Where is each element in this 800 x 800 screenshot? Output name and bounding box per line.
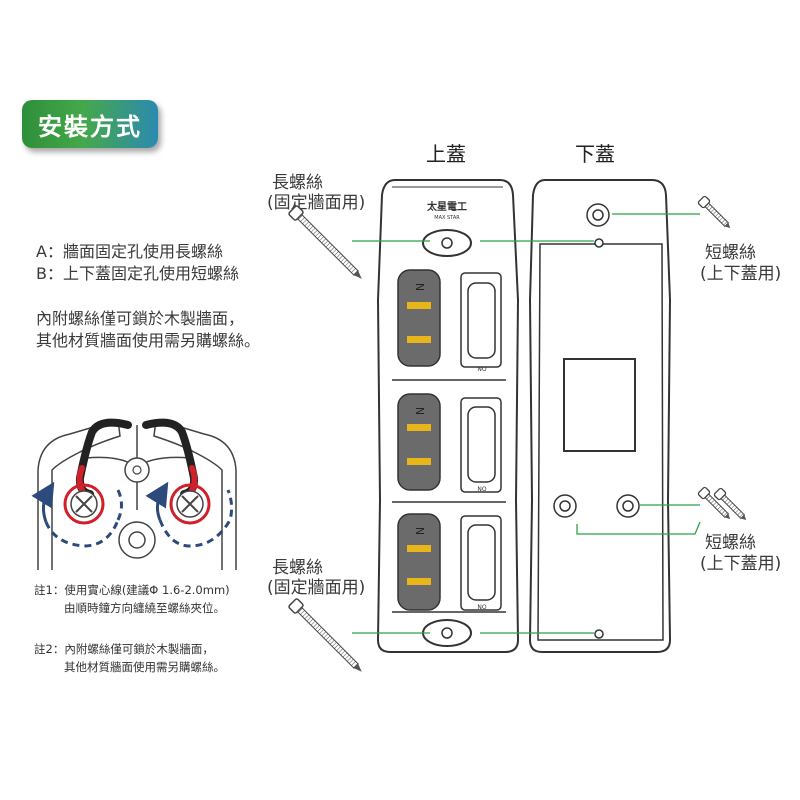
instruction-para-2: 其他材質牆面使用需另購螺絲。 (36, 331, 261, 350)
wiring-detail (31, 418, 237, 570)
leader-lines (352, 213, 701, 634)
cover-use-label-top: (上下蓋用) (700, 264, 782, 284)
bottom-cover-label: 下蓋 (575, 142, 615, 166)
title-text: 安裝方式 (38, 112, 142, 141)
long-screw-label-bottom: 長螺絲 (272, 558, 323, 578)
long-screw-label-top: 長螺絲 (272, 173, 323, 193)
brand-logo-en: MAX STAR (434, 215, 460, 221)
short-screw-label-top: 短螺絲 (705, 243, 756, 263)
cover-use-label-bottom: (上下蓋用) (700, 554, 782, 574)
switch-2: NO (460, 397, 502, 493)
wall-mount-label-top: (固定牆面用) (267, 193, 366, 213)
short-screw-bottom-1-icon (697, 486, 731, 520)
top-cover-label: 上蓋 (426, 142, 466, 166)
instruction-para-1: 內附螺絲僅可鎖於木製牆面， (36, 309, 245, 328)
note-1-line-1: 註1：使用實心線(建議Φ 1.6-2.0mm) (34, 583, 230, 597)
switch-3-mark: NO (477, 604, 486, 611)
title-badge: 安裝方式 (22, 100, 158, 148)
socket-3: N (397, 513, 441, 611)
short-screw-top-icon (697, 195, 731, 229)
switch-3: NO (460, 515, 502, 611)
instruction-b: B：上下蓋固定孔使用短螺絲 (36, 264, 239, 283)
switch-1-mark: NO (477, 366, 486, 373)
bottom-cover (528, 179, 672, 653)
socket-2: N (397, 393, 441, 491)
socket-3-mark: N (413, 527, 426, 535)
wall-mount-label-bottom: (固定牆面用) (267, 578, 366, 598)
short-screw-bottom-2-icon (713, 487, 747, 521)
short-screw-label-bottom: 短螺絲 (705, 533, 756, 553)
switch-1: NO (460, 272, 502, 373)
switch-2-mark: NO (477, 486, 486, 493)
long-screw-top-icon (288, 205, 362, 279)
note-2-line-2: 其他材質牆面使用需另購螺絲。 (64, 660, 225, 674)
socket-1: N (397, 269, 441, 367)
socket-1-mark: N (413, 283, 426, 291)
long-screw-bottom-icon (288, 598, 362, 672)
cover-window (563, 358, 636, 452)
note-1-line-2: 由順時鐘方向纏繞至螺絲夾位。 (64, 601, 225, 615)
note-2-line-1: 註2：內附螺絲僅可鎖於木製牆面， (34, 642, 214, 656)
brand-logo-cn: 太星電工 (426, 200, 467, 213)
socket-2-mark: N (413, 407, 426, 415)
instruction-a: A：牆面固定孔使用長螺絲 (36, 242, 223, 261)
